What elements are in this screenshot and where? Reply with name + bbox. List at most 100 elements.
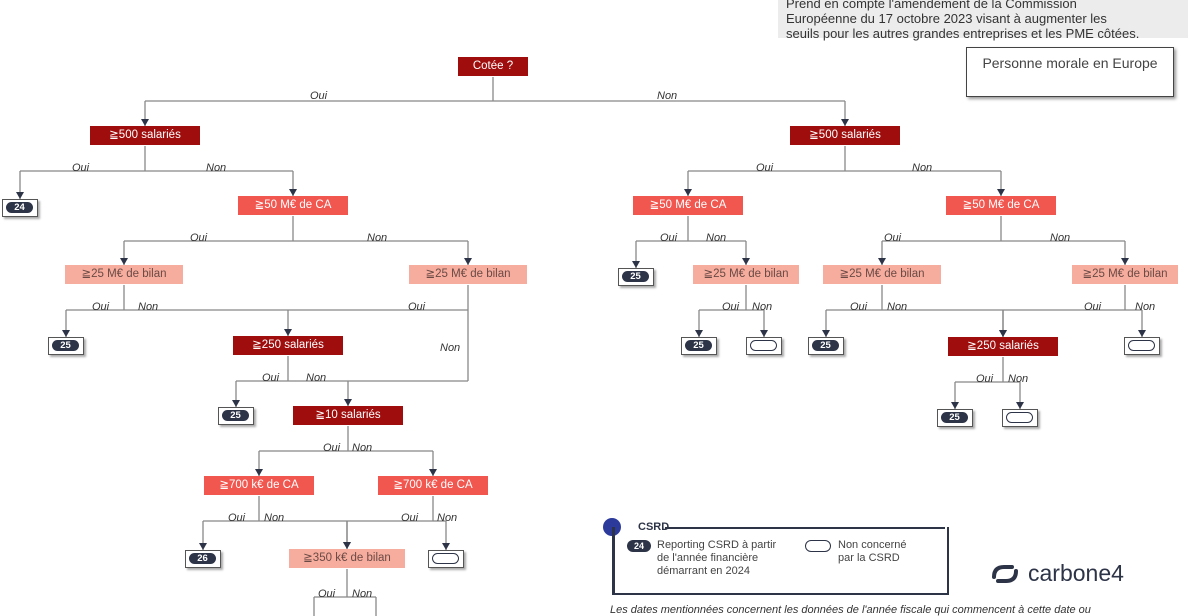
- arrow-head-icon: [343, 542, 351, 549]
- edge-label-non: Non: [1008, 373, 1029, 385]
- arrow-head-icon: [695, 330, 703, 337]
- decision-node: Cotée ?: [458, 57, 528, 76]
- edge-label-oui: Oui: [190, 232, 208, 244]
- csrd-year-leaf: 25: [681, 337, 717, 355]
- csrd-year-leaf: 26: [185, 550, 221, 568]
- arrow-head-icon: [999, 330, 1007, 337]
- legend-line: de l'année financière: [657, 552, 759, 564]
- logo-text: carbone4: [1028, 560, 1124, 586]
- csrd-year-leaf: 25: [618, 268, 654, 286]
- decision-node: ≧700 k€ de CA: [378, 476, 488, 495]
- edge-label-non: Non: [206, 162, 227, 174]
- edge-label-oui: Oui: [884, 232, 902, 244]
- year-pill: 24: [6, 202, 33, 213]
- decision-node: ≧25 M€ de bilan: [1072, 265, 1178, 284]
- edge-label-non: Non: [367, 232, 388, 244]
- arrow-head-icon: [1138, 330, 1146, 337]
- edge-label-oui: Oui: [228, 512, 246, 524]
- carbone4-logo: carbone4: [990, 560, 1124, 587]
- decision-node: ≧50 M€ de CA: [238, 196, 348, 215]
- arrow-head-icon: [284, 329, 292, 336]
- arrow-head-icon: [951, 402, 959, 409]
- amendment-note: Prend en compte l'amendement de la Commi…: [778, 0, 1188, 41]
- year-pill: 25: [222, 410, 249, 421]
- decision-node: ≧350 k€ de bilan: [289, 549, 405, 568]
- legend-reporting-text: Reporting CSRD à partir de l'année finan…: [657, 539, 776, 578]
- arrow-head-icon: [742, 258, 750, 265]
- edge-label-non: Non: [352, 442, 373, 454]
- arrow-head-icon: [878, 258, 886, 265]
- arrow-head-icon: [120, 258, 128, 265]
- decision-node: ≧250 salariés: [233, 336, 343, 355]
- year-pill: 25: [622, 271, 649, 282]
- decision-node: ≧25 M€ de bilan: [409, 265, 527, 284]
- csrd-year-leaf: 25: [937, 409, 973, 427]
- not-concerned-leaf: [1002, 409, 1038, 427]
- arrow-head-icon: [255, 469, 263, 476]
- not-concerned-leaf: [1124, 337, 1160, 355]
- year-pill: 26: [189, 553, 216, 564]
- decision-node: ≧500 salariés: [90, 126, 200, 145]
- legend-line: démarrant en 2024: [657, 565, 750, 577]
- edge-label-non: Non: [887, 301, 908, 313]
- edge-label-non: Non: [264, 512, 285, 524]
- legend-not-concerned-pill: [805, 540, 831, 552]
- arrow-head-icon: [232, 400, 240, 407]
- arrow-head-icon: [841, 119, 849, 126]
- decision-node: ≧25 M€ de bilan: [823, 265, 941, 284]
- edge-label-non: Non: [1135, 301, 1156, 313]
- decision-node: ≧25 M€ de bilan: [65, 265, 183, 284]
- edge-label-non: Non: [912, 162, 933, 174]
- arrow-head-icon: [62, 330, 70, 337]
- arrow-head-icon: [1016, 402, 1024, 409]
- legend-line: Non concerné: [838, 539, 907, 551]
- csrd-year-leaf: 25: [218, 407, 254, 425]
- decision-node: ≧25 M€ de bilan: [693, 265, 799, 284]
- arrow-head-icon: [1121, 258, 1129, 265]
- not-concerned-leaf: [746, 337, 782, 355]
- edge-label-oui: Oui: [92, 301, 110, 313]
- note-line: Européenne du 17 octobre 2023 visant à a…: [786, 11, 1107, 26]
- not-concerned-leaf: [428, 550, 464, 568]
- edge-label-non: Non: [352, 588, 373, 600]
- edge-label-oui: Oui: [401, 512, 419, 524]
- edge-label-non: Non: [1050, 232, 1071, 244]
- arrow-head-icon: [760, 330, 768, 337]
- footnote: Les dates mentionnées concernent les don…: [610, 604, 1091, 616]
- csrd-year-leaf: 24: [2, 199, 38, 217]
- edge-label-non: Non: [752, 301, 773, 313]
- decision-node: ≧50 M€ de CA: [633, 196, 743, 215]
- edge-label-oui: Oui: [756, 162, 774, 174]
- legend-line: Reporting CSRD à partir: [657, 539, 777, 551]
- arrow-head-icon: [16, 192, 24, 199]
- note-line: Prend en compte l'amendement de la Commi…: [786, 0, 1077, 11]
- decision-node: ≧250 salariés: [948, 337, 1058, 356]
- arrow-head-icon: [442, 543, 450, 550]
- legend-top-border: [665, 527, 945, 529]
- edge-label-oui: Oui: [323, 442, 341, 454]
- empty-pill: [750, 340, 777, 351]
- edge-label-oui: Oui: [408, 301, 426, 313]
- note-line: seuils pour les autres grandes entrepris…: [786, 26, 1140, 41]
- arrow-head-icon: [997, 189, 1005, 196]
- decision-node: ≧700 k€ de CA: [204, 476, 314, 495]
- csrd-year-leaf: 25: [808, 337, 844, 355]
- edge-label-oui: Oui: [310, 90, 328, 102]
- arrow-head-icon: [429, 469, 437, 476]
- edge-label-non: Non: [306, 372, 327, 384]
- year-pill: 25: [52, 340, 79, 351]
- arrow-head-icon: [684, 189, 692, 196]
- legend-box: [612, 527, 949, 595]
- decision-node: ≧10 salariés: [293, 406, 403, 425]
- year-pill: 25: [812, 340, 839, 351]
- decision-node: ≧50 M€ de CA: [946, 196, 1056, 215]
- edge-label-oui: Oui: [262, 372, 280, 384]
- arrow-head-icon: [199, 543, 207, 550]
- edge-label-oui: Oui: [722, 301, 740, 313]
- edge-label-non: Non: [437, 512, 458, 524]
- legend-reporting-pill: 24: [627, 540, 651, 552]
- edge-label-non: Non: [138, 301, 159, 313]
- edge-label-oui: Oui: [72, 162, 90, 174]
- legend-line: par la CSRD: [838, 552, 900, 564]
